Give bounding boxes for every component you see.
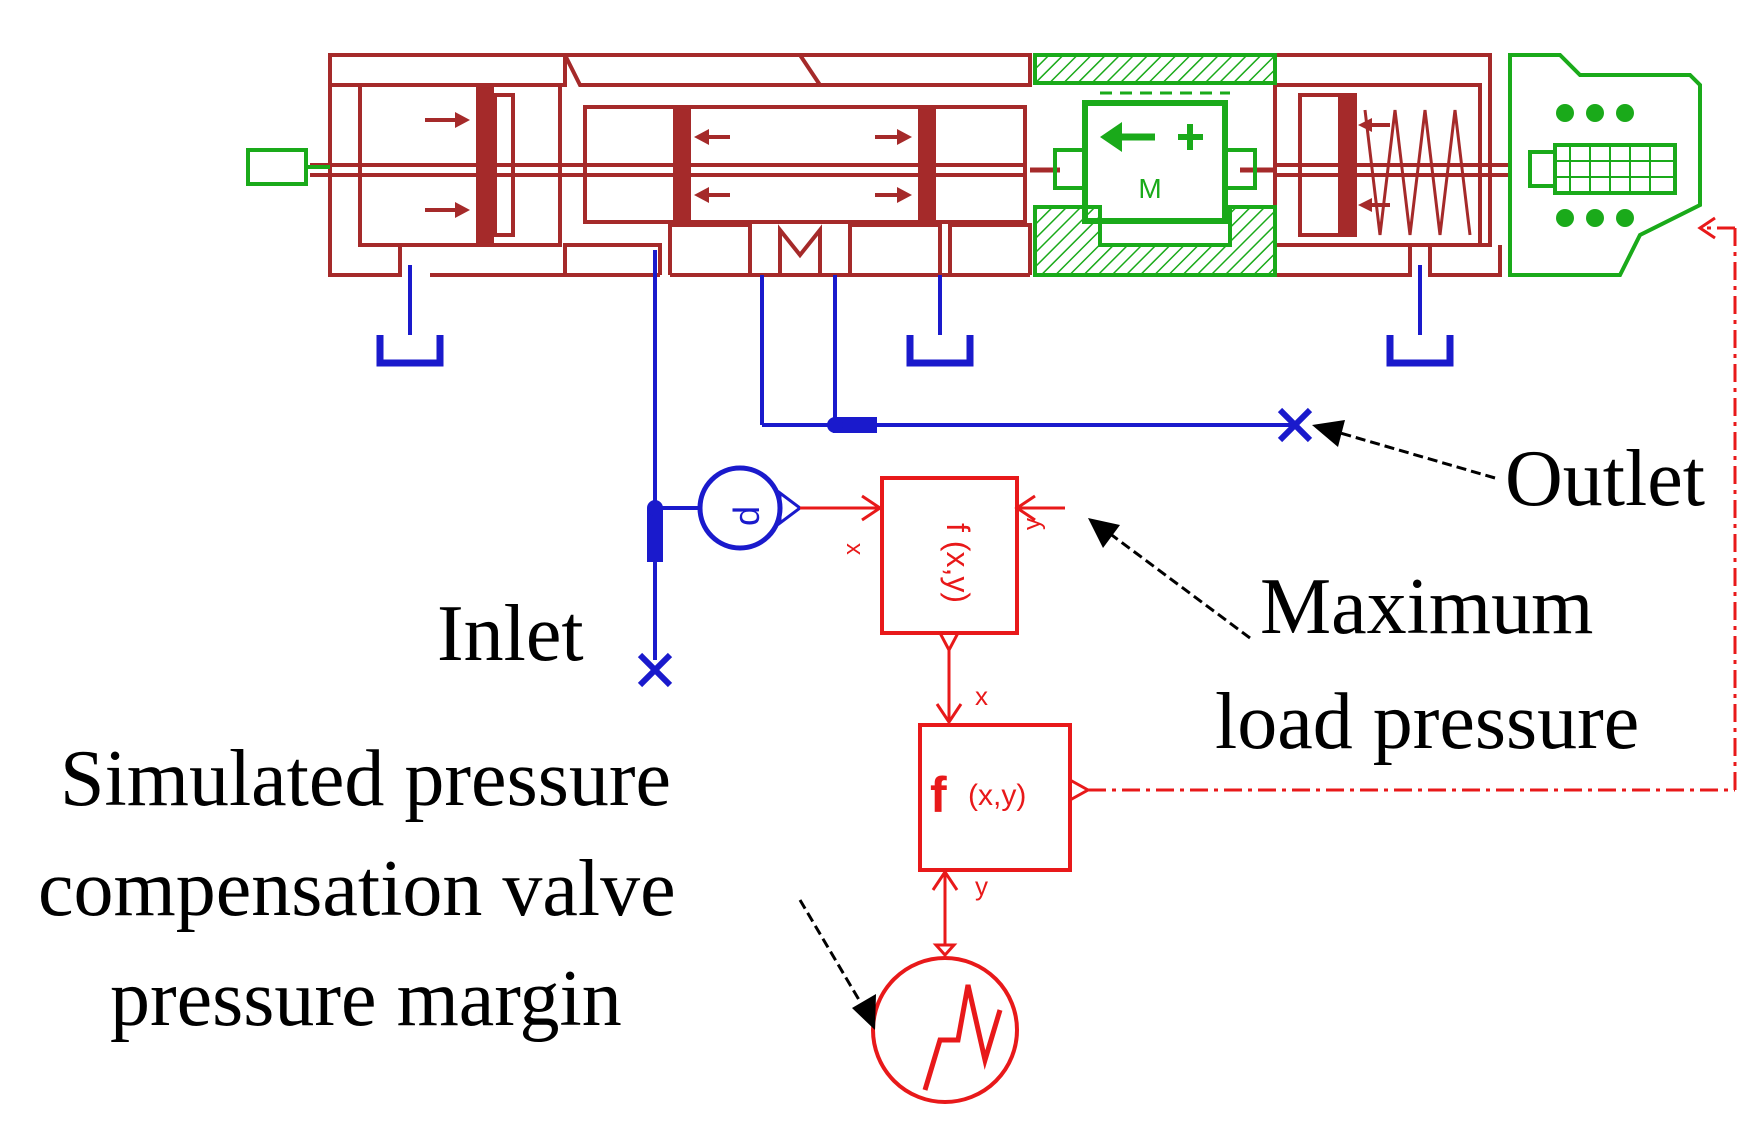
inlet-label: Inlet [437,590,584,678]
fxy-lower-f: f [930,767,947,823]
outlet-label: Outlet [1505,435,1705,523]
max-load-label-line2: load pressure [1215,678,1639,766]
annotation-arrows [798,428,1496,1011]
fxy-upper-block: f (x,y) [940,523,976,603]
fxy-lower-args: (x,y) [968,779,1026,812]
valve-body [310,53,1510,277]
signal-lines [800,216,1737,1104]
motor-label: M [1138,173,1161,204]
annotation-arrowheads [852,420,1345,1030]
flow-arrows [425,112,1390,218]
hydraulic-lines [376,250,1454,688]
port-x-lower: x [975,681,988,711]
margin-label-line3: pressure margin [110,955,622,1043]
solenoid-actuator [246,53,1702,277]
max-load-label-line1: Maximum [1260,563,1593,651]
solenoid-terminals [1556,104,1634,227]
port-x-upper: x [839,543,866,555]
margin-label-line2: compensation valve [38,845,676,933]
junction-dots [647,417,843,516]
fxy-upper-label: f (x,y) [940,523,976,603]
port-y-upper: y [1019,518,1046,530]
pressure-sensor-label: p [732,506,773,526]
margin-label-line1: Simulated pressure [60,735,671,823]
port-y-lower: y [975,871,988,901]
